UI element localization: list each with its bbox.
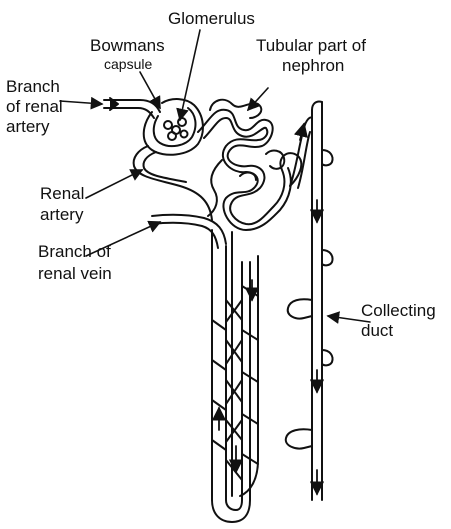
label-bowmans-line1: Bowmans bbox=[90, 37, 165, 54]
label-tubular-line2: nephron bbox=[282, 57, 344, 74]
label-renal-artery-line1: Renal bbox=[40, 185, 84, 202]
label-glomerulus: Glomerulus bbox=[168, 10, 255, 27]
collecting-duct-shape bbox=[286, 101, 333, 500]
convoluted-tubule-shape bbox=[198, 100, 301, 230]
label-branch-artery-line2: of renal bbox=[6, 98, 63, 115]
label-collecting-line2: duct bbox=[361, 322, 393, 339]
loop-of-henle-shape bbox=[212, 230, 258, 522]
label-branch-vein-line1: Branch of bbox=[38, 243, 111, 260]
label-renal-artery-line2: artery bbox=[40, 206, 83, 223]
renal-artery-vessel bbox=[134, 146, 212, 220]
label-bowmans-line2: capsule bbox=[104, 57, 152, 71]
label-tubular-line1: Tubular part of bbox=[256, 37, 366, 54]
branch-renal-artery-vessel bbox=[104, 98, 160, 118]
branch-renal-vein-vessel bbox=[152, 215, 226, 248]
label-branch-artery-line3: artery bbox=[6, 118, 49, 135]
label-branch-vein-line2: renal vein bbox=[38, 265, 112, 282]
label-branch-artery-line1: Branch bbox=[6, 78, 60, 95]
glomerulus-shape bbox=[164, 118, 188, 140]
label-collecting-line1: Collecting bbox=[361, 302, 436, 319]
